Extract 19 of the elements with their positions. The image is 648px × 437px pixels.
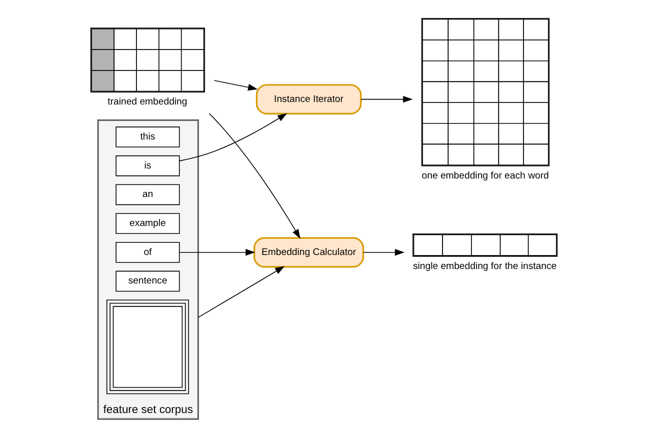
arrow [179, 113, 288, 162]
node-box: example [116, 213, 180, 234]
arrow [208, 113, 300, 239]
node-label: single embedding for the instance [412, 260, 557, 272]
arrow [214, 80, 258, 91]
arrow [363, 248, 405, 256]
node-box: Embedding Calculator [253, 237, 364, 268]
node-box: sentence [116, 270, 180, 292]
node-box [106, 300, 189, 394]
node-box: this [116, 126, 180, 148]
arrow [360, 96, 413, 103]
node-label: trained embedding [108, 96, 188, 108]
node-box: is [116, 155, 180, 176]
arrow [179, 248, 256, 256]
arrow [198, 266, 285, 318]
node-box: Instance Iterator [256, 84, 362, 115]
node-box: of [116, 242, 180, 263]
node-label: one embedding for each word [422, 170, 549, 182]
node-box: an [116, 184, 180, 206]
